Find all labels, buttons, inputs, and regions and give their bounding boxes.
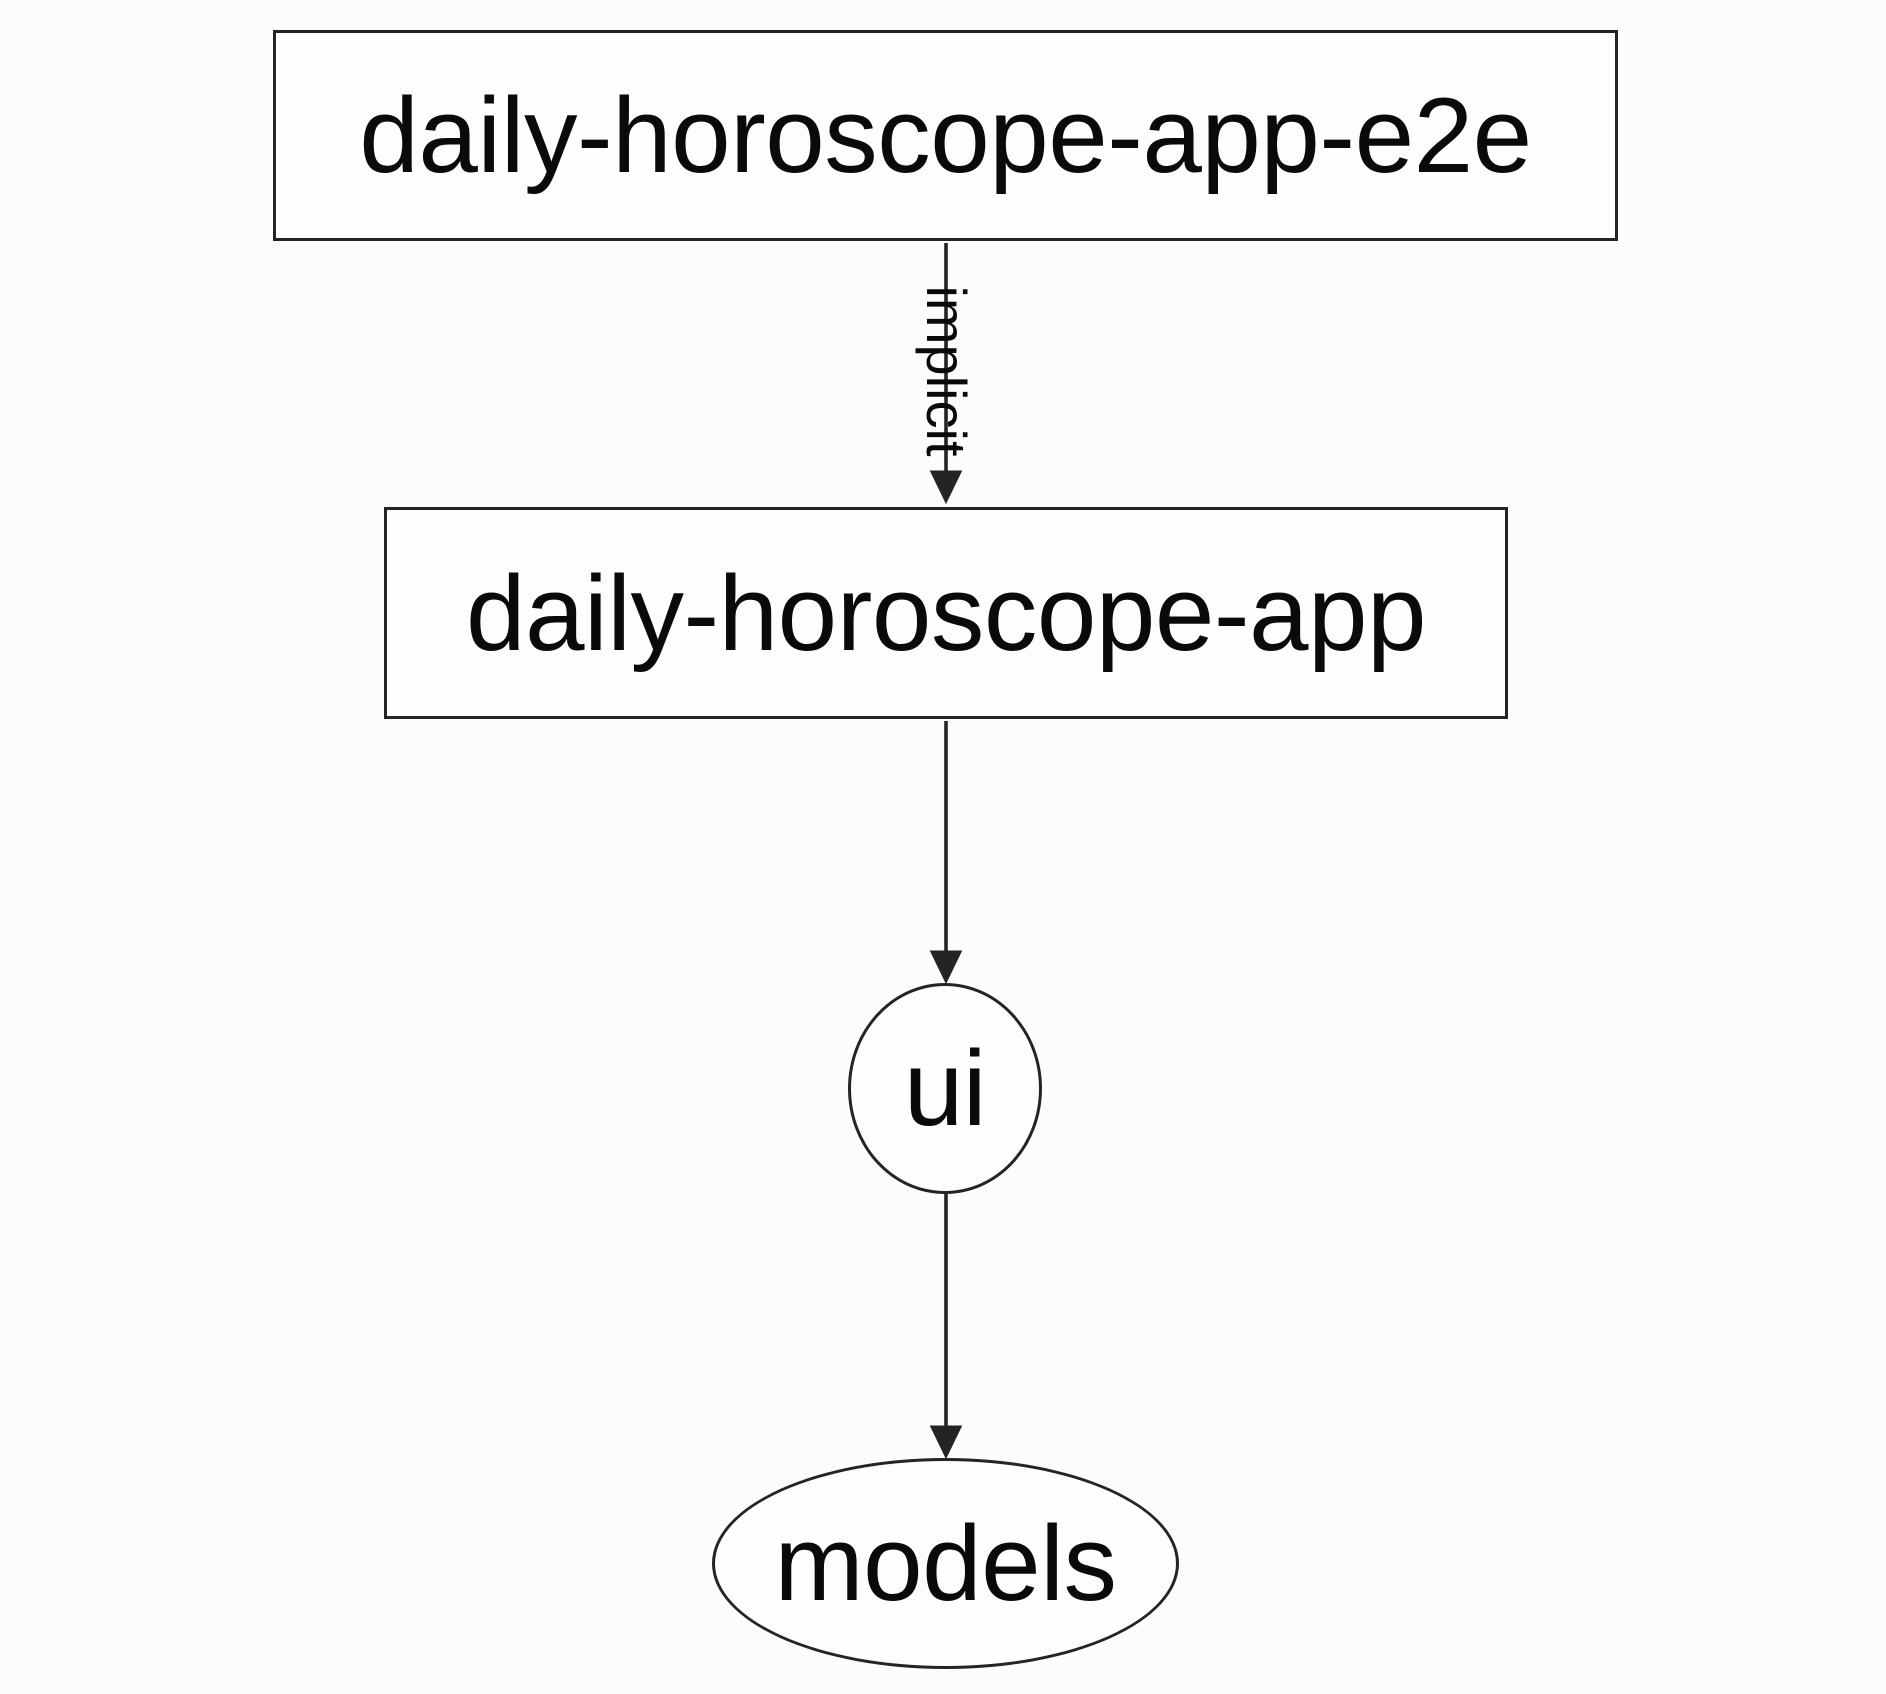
node-label: ui [903,1028,987,1148]
node-daily-horoscope-app[interactable]: daily-horoscope-app [384,507,1508,719]
node-label: models [774,1503,1117,1623]
edge-label-implicit: implicit [915,285,978,457]
edge-ui-to-models [929,1192,963,1460]
node-label: daily-horoscope-app [465,552,1427,673]
node-label: daily-horoscope-app-e2e [359,75,1532,195]
node-ui[interactable]: ui [848,983,1042,1194]
node-models[interactable]: models [712,1458,1179,1669]
node-daily-horoscope-app-e2e[interactable]: daily-horoscope-app-e2e [273,30,1618,241]
edge-app-to-ui [929,721,963,985]
